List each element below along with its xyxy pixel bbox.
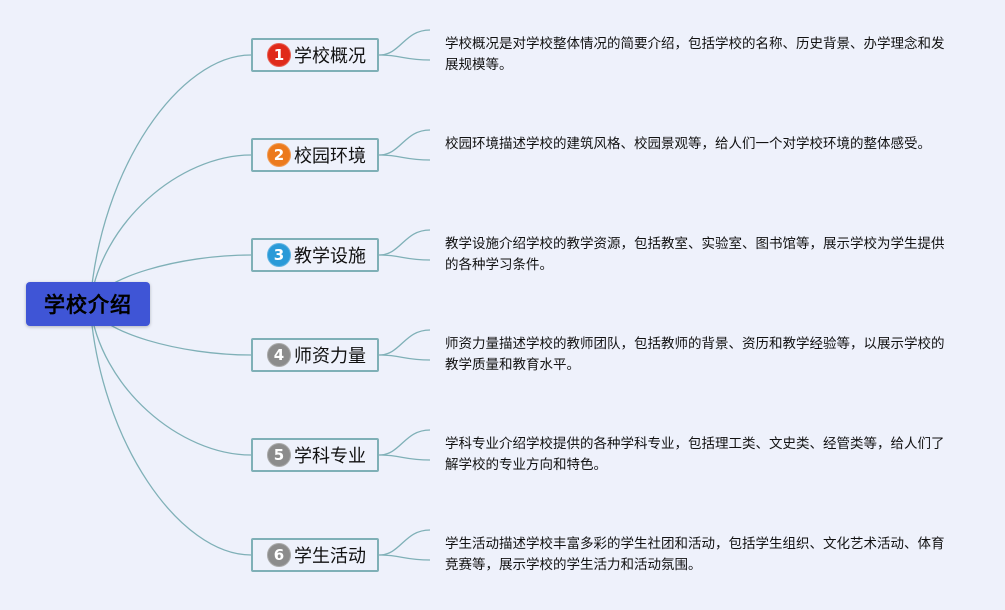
branch-description-5: 学科专业介绍学校提供的各种学科专业，包括理工类、文史类、经管类等，给人们了解学校… — [445, 436, 945, 473]
number-badge-icon: 2 — [267, 143, 291, 167]
branch-description-6: 学生活动描述学校丰富多彩的学生社团和活动，包括学生组织、文化艺术活动、体育竞赛等… — [445, 536, 945, 573]
description-connector — [378, 129, 431, 161]
branch-label: 学校概况 — [294, 46, 366, 67]
branch-description-1: 学校概况是对学校整体情况的简要介绍，包括学校的名称、历史背景、办学理念和发展规模… — [445, 36, 945, 73]
description-connector — [378, 529, 431, 561]
number-badge-icon: 1 — [267, 43, 291, 67]
description-connector — [378, 229, 431, 261]
branch-label: 教学设施 — [294, 246, 366, 267]
description-connector — [378, 29, 431, 61]
branch-label: 校园环境 — [294, 146, 366, 167]
root-connector — [89, 154, 252, 306]
number-badge-icon: 5 — [267, 443, 291, 467]
branch-label: 师资力量 — [294, 346, 366, 367]
number-badge-icon: 4 — [267, 343, 291, 367]
branch-label: 学生活动 — [294, 546, 366, 567]
branch-description-3: 教学设施介绍学校的教学资源，包括教室、实验室、图书馆等，展示学校为学生提供的各种… — [445, 236, 945, 273]
branch-description-4: 师资力量描述学校的教师团队，包括教师的背景、资历和教学经验等，以展示学校的教学质… — [445, 336, 945, 373]
root-connector — [89, 304, 252, 456]
number-badge-icon: 3 — [267, 243, 291, 267]
branch-label: 学科专业 — [294, 446, 366, 467]
root-label: 学校介绍 — [44, 293, 132, 317]
root-connector — [89, 304, 252, 556]
description-connector — [378, 429, 431, 461]
number-badge-icon: 6 — [267, 543, 291, 567]
branch-description-2: 校园环境描述学校的建筑风格、校园景观等，给人们一个对学校环境的整体感受。 — [445, 136, 931, 152]
root-connector — [89, 54, 252, 306]
root-node[interactable]: 学校介绍 — [26, 282, 150, 326]
description-connector — [378, 329, 431, 361]
